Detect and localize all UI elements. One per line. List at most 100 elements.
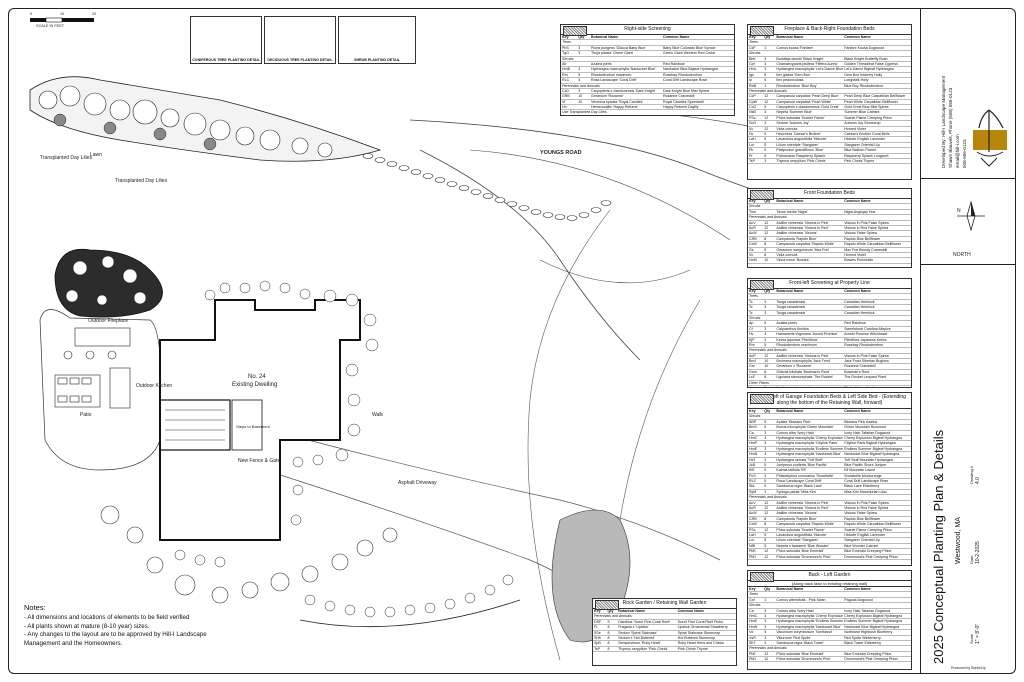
section-label: Perennials and Annuals (749, 495, 787, 500)
table-cell: Lavandula angustifolia 'Hidcote' (776, 137, 827, 142)
table-cell: 12 (764, 527, 769, 532)
table-cell: 8 (764, 369, 767, 374)
table-cell: SSe (594, 630, 601, 635)
table-section-row: Shrubs (748, 51, 911, 57)
table-section-row: Shrubs (748, 204, 911, 210)
table-cell: Thuja plicata 'Green Giant' (591, 51, 634, 56)
table-cell: Scarlet Flame Creeping Phlox (844, 527, 892, 532)
table-cell: Nepeta x faassenii 'Blue Wonder' (776, 543, 830, 548)
table-cell: Cornus alba 'Ivory Halo' (776, 430, 815, 435)
table-subtitle: (Along back lawn to existing retaining w… (748, 581, 911, 587)
table-section-row: Shrubs (748, 315, 911, 322)
table-cell: Geranium x 'Rozanne' (776, 364, 812, 369)
table-cell: Cornus kousa 'Fanfare' (776, 45, 814, 50)
table-cell: Sambucus nigra 'Black Tower' (776, 640, 825, 645)
company-name: Developed By: Hill-I Landscape Managemen… (941, 75, 946, 168)
table-cell: Juniperus conferta 'Blue Pacific' (776, 462, 828, 467)
column-header: Qty (764, 289, 771, 293)
detail-shrub: SHRUB PLANTING DETAIL (338, 16, 416, 64)
column-header: Qty (607, 609, 614, 613)
detail-caption: CONIFEROUS TREE PLANTING DETAIL (192, 58, 260, 62)
section-label: Perennials and Annuals (594, 614, 632, 619)
table-cell: Nantucket Blue Bigleaf Hydrangea (844, 452, 900, 457)
table-cell: KlE (749, 468, 755, 473)
table-cell: Campanula 'Rapido Blue' (776, 516, 817, 521)
table-cell: Ca (749, 430, 754, 435)
software-credit: Produced by SketchUp (951, 666, 986, 670)
table-cell: NsB (749, 110, 756, 115)
table-cell: RbB (749, 83, 756, 88)
label-lawn: Lawn (90, 152, 102, 158)
table-cell: Taxus media 'Nigra' (776, 209, 808, 214)
table-cell: 8 (607, 635, 610, 640)
table-cell: Stargazer Oriental Lily (844, 142, 880, 147)
table-cell: Raspberry Splash Lungwort (844, 153, 889, 158)
table-cell: Tuff Stuff Mountain Hydrangea (844, 457, 893, 462)
table-cell: KjP (749, 337, 755, 342)
table-cell: Hydrangea macrophylla 'Nantucket Blue' (776, 624, 842, 629)
section-label: Trees (749, 294, 758, 299)
table-cell: Rapido Blue Bellflower (844, 516, 881, 521)
table-cell: 8 (764, 236, 767, 241)
table-cell: PSc (749, 115, 756, 120)
table-section-row: Perennials and Annuals (748, 495, 911, 501)
table-cell: AcW (749, 231, 757, 236)
table-title: Back - Left Garden (748, 571, 911, 581)
date-value: 10-2-2025 (975, 541, 981, 564)
scale-tick-20: 20 (92, 12, 97, 16)
hatch-swatch (563, 26, 587, 36)
table-cell: 3 (764, 624, 767, 629)
table-cell: Phlox subulata 'Blue Emerald' (776, 549, 824, 554)
table-cell: Scent First Coral Reef Pinks (677, 619, 723, 624)
table-cell: Canadian Hemlock (844, 299, 875, 304)
table-cell: Ca (749, 608, 754, 613)
table-cell: 12 (764, 94, 769, 99)
table-cell: 3 (764, 640, 767, 645)
column-header: Botanical Name (591, 35, 618, 39)
table-cell: 3 (764, 635, 767, 640)
table-cell: HsT (749, 457, 756, 462)
section-label: Shrubs (749, 315, 761, 320)
table-cell: Bowles Periwinkle (844, 258, 874, 263)
table-cell: PbD (749, 657, 756, 662)
table-section-row: Other Plants (748, 381, 911, 387)
table-cell: Nigra Anglojap Yew (844, 209, 876, 214)
table-cell: RLC (749, 479, 757, 484)
project-location: Westwood, MA (955, 517, 962, 564)
table-cell: 3 (764, 608, 767, 613)
table-cell: Tmn (749, 209, 757, 214)
table-cell: Ivory Halo Tatarian Dogwood (844, 430, 891, 435)
label-walk: Walk (372, 412, 383, 418)
table-cell: Fanfare Kousa Dogwood (844, 45, 884, 50)
hatch-swatch (595, 600, 619, 610)
table-cell: Sweetshrub Carolina Allspice (844, 326, 891, 331)
table-section-row: Perennials and Annuals (748, 348, 911, 354)
section-label: Shrubs (749, 414, 761, 419)
table-cell: Hydrangea macrophylla 'Let's Dance Blue … (776, 67, 844, 72)
table-cell: BmJ (749, 359, 757, 364)
table-cell: Pb (749, 148, 754, 153)
table-section-row: Trees (748, 294, 911, 300)
table-cell: Summer Blue Catmint (844, 110, 880, 115)
table-cell: Rhododendron 'Blue Boy' (776, 83, 817, 88)
table-cell: Nepeta 'Summer Blue' (776, 110, 813, 115)
table-cell: PbD (749, 554, 756, 559)
